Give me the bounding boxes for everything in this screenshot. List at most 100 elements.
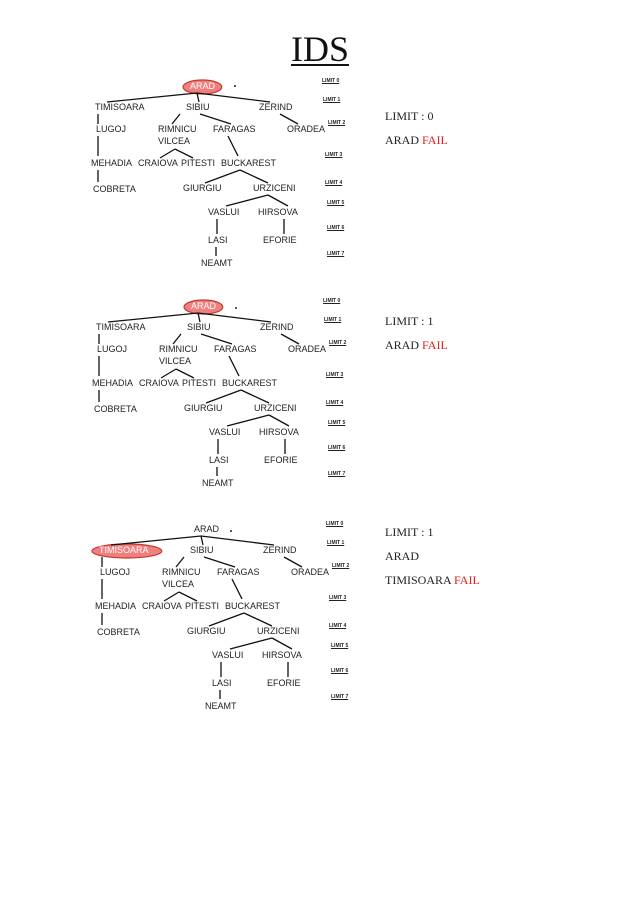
node-neamt: NEAMT [205, 701, 237, 711]
node-vaslui: VASLUI [209, 427, 241, 437]
limit-label-5: LIMIT 5 [331, 643, 349, 649]
limit-label-2: LIMIT 2 [329, 340, 347, 346]
tree-edge [197, 312, 201, 323]
node-mehadia: MEHADIA [91, 158, 133, 168]
tree-edge [271, 637, 293, 650]
node-pitesti: PITESTI [181, 158, 216, 168]
fail-label: FAIL [422, 133, 448, 147]
node-zerind: ZERIND [260, 322, 294, 332]
tree-edge [200, 535, 204, 546]
limit-label-3: LIMIT 3 [325, 152, 343, 158]
tree-edge [196, 92, 271, 103]
node-zerind: ZERIND [263, 545, 297, 555]
tree-edges [97, 79, 299, 256]
tree-edge [196, 92, 200, 103]
limit-label-6: LIMIT 6 [328, 445, 346, 451]
note-line: ARAD FAIL [385, 337, 448, 361]
node-oradea: ORADEA [288, 344, 327, 354]
note-line: ARAD [385, 548, 480, 572]
tree-edge [229, 637, 273, 650]
note-text: ARAD [385, 549, 420, 563]
stray-dot [235, 307, 237, 309]
tree-edge [159, 148, 176, 159]
node-sibiu: SIBIU [186, 102, 210, 112]
node-craiova: CRAIOVA [138, 158, 178, 168]
node-hirsova: HIRSOVA [258, 207, 298, 217]
limit-label-5: LIMIT 5 [327, 200, 345, 206]
tree-edge [175, 556, 185, 568]
stray-dot [234, 85, 236, 87]
node-arad: ARAD [194, 524, 220, 534]
node-faragas: FARAGAS [213, 124, 256, 134]
limit-label-6: LIMIT 6 [327, 225, 345, 231]
node-sibiu: SIBIU [187, 322, 211, 332]
note-text: LIMIT : 1 [385, 525, 434, 539]
limit-label-7: LIMIT 7 [328, 471, 346, 477]
node-arad: ARAD [190, 81, 216, 91]
node-rimnicu1: RIMNICU [159, 344, 198, 354]
tree-edge [175, 368, 195, 379]
note-line: TIMISOARA FAIL [385, 572, 480, 596]
tree-edge [279, 113, 299, 125]
note-line: LIMIT : 1 [385, 524, 480, 548]
limit-label-3: LIMIT 3 [329, 595, 347, 601]
node-mehadia: MEHADIA [92, 378, 134, 388]
tree-edge [283, 556, 303, 568]
node-lasi: LASI [212, 678, 232, 688]
fail-label: FAIL [422, 338, 448, 352]
node-urziceni: URZICENI [253, 183, 296, 193]
tree-edge [106, 92, 198, 103]
tree-edge [228, 355, 240, 377]
node-rimnicu2: VILCEA [158, 136, 191, 146]
note-line: LIMIT : 1 [385, 313, 448, 337]
tree-edge [239, 169, 269, 184]
note-text: ARAD [385, 133, 423, 147]
node-rimnicu2: VILCEA [159, 356, 192, 366]
fail-label: FAIL [454, 573, 480, 587]
tree-edge [243, 612, 273, 627]
node-oradea: ORADEA [291, 567, 330, 577]
node-rimnicu1: RIMNICU [158, 124, 197, 134]
limit-label-4: LIMIT 4 [326, 400, 344, 406]
node-lugoj: LUGOJ [100, 567, 131, 577]
node-hirsova: HIRSOVA [259, 427, 299, 437]
limit-label-1: LIMIT 1 [324, 317, 342, 323]
node-timisoara: TIMISOARA [99, 545, 149, 555]
tree-edges [91, 535, 303, 699]
tree-edge [197, 312, 272, 323]
node-hirsova: HIRSOVA [262, 650, 302, 660]
node-vaslui: VASLUI [208, 207, 240, 217]
tree-edges [98, 299, 300, 476]
page-title: IDS [290, 29, 349, 69]
node-pitesti: PITESTI [182, 378, 217, 388]
step-notes-3: LIMIT : 1 ARAD TIMISOARA FAIL [385, 524, 480, 596]
limit-label-7: LIMIT 7 [331, 694, 349, 700]
node-giurgiu: GIURGIU [187, 626, 226, 636]
node-eforie: EFORIE [267, 678, 301, 688]
node-buckarest: BUCKAREST [221, 158, 277, 168]
limit-label-5: LIMIT 5 [328, 420, 346, 426]
limit-label-3: LIMIT 3 [326, 372, 344, 378]
limit-label-0: LIMIT 0 [326, 521, 344, 527]
node-cobreta: COBRETA [97, 627, 140, 637]
node-neamt: NEAMT [202, 478, 234, 488]
tree-edge [199, 113, 232, 125]
limit-label-6: LIMIT 6 [331, 668, 349, 674]
stray-dot [230, 530, 232, 532]
node-lasi: LASI [208, 235, 228, 245]
node-oradea: ORADEA [287, 124, 326, 134]
tree-edge [203, 556, 236, 568]
node-lugoj: LUGOJ [97, 344, 128, 354]
tree-edge [231, 578, 243, 600]
tree-edge [172, 333, 182, 345]
limit-label-4: LIMIT 4 [329, 623, 347, 629]
tree-edge [174, 148, 194, 159]
node-craiova: CRAIOVA [139, 378, 179, 388]
limit-label-4: LIMIT 4 [325, 180, 343, 186]
node-faragas: FARAGAS [214, 344, 257, 354]
node-vaslui: VASLUI [212, 650, 244, 660]
note-text: ARAD [385, 338, 423, 352]
